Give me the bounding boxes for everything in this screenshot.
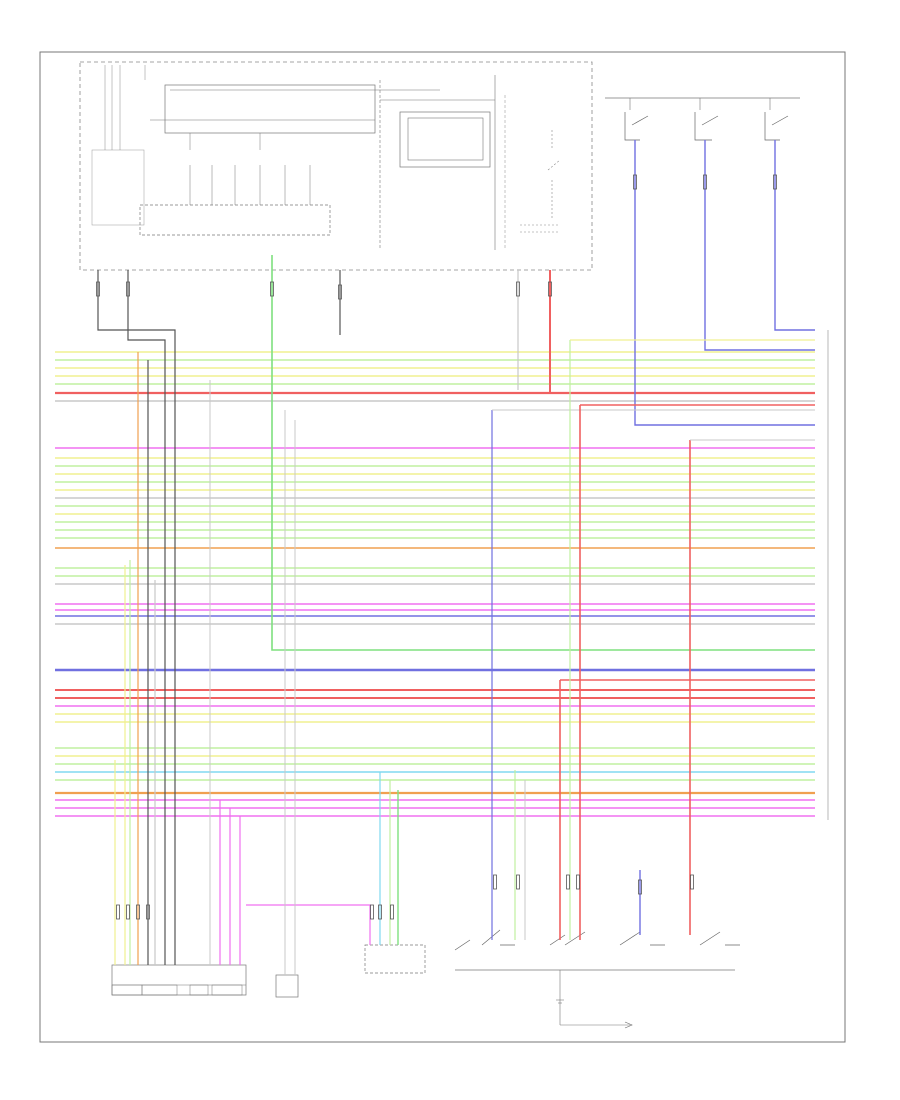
pin-marker xyxy=(126,281,130,297)
vertical-wire xyxy=(704,140,815,351)
wire-group xyxy=(55,140,815,975)
pin-marker xyxy=(390,904,394,920)
pin-marker xyxy=(548,281,552,297)
switch-2 xyxy=(694,112,719,141)
internal-block-3 xyxy=(399,111,491,168)
switch-3 xyxy=(764,112,789,141)
vertical-wire xyxy=(127,270,166,965)
bottom-switch-4 xyxy=(699,931,740,946)
pin-marker xyxy=(116,904,120,920)
diagram-frame xyxy=(39,51,846,1043)
bottom-left-connector xyxy=(111,964,247,996)
pin-marker xyxy=(378,904,382,920)
pin-marker xyxy=(146,904,150,920)
pin-marker xyxy=(126,904,130,920)
pin-marker xyxy=(566,874,570,890)
pin-marker-group xyxy=(96,174,777,920)
vertical-wire xyxy=(774,140,815,331)
pin-marker xyxy=(136,904,140,920)
pin-marker xyxy=(576,874,580,890)
internal-block-1 xyxy=(164,84,376,134)
pin-marker xyxy=(516,874,520,890)
pin-marker xyxy=(638,879,642,895)
pin-marker xyxy=(96,281,100,297)
pin-marker xyxy=(690,874,694,890)
control-module-box xyxy=(79,61,593,271)
bottom-switch-1 xyxy=(454,929,515,951)
vertical-wire xyxy=(246,904,371,945)
bottom-mid-connector-2 xyxy=(364,944,426,974)
bottom-switch-3 xyxy=(619,931,665,946)
pin-marker xyxy=(493,874,497,890)
pin-marker xyxy=(633,174,637,190)
vertical-wire xyxy=(97,270,176,965)
pin-marker xyxy=(516,281,520,297)
mid-switch xyxy=(520,130,561,233)
vertical-wire xyxy=(271,255,815,651)
bottom-mid-connector-1 xyxy=(275,974,299,998)
pin-marker xyxy=(703,174,707,190)
vertical-wire xyxy=(634,140,815,426)
pin-marker xyxy=(338,284,342,300)
internal-block-4 xyxy=(407,117,484,161)
pin-marker xyxy=(370,904,374,920)
switch-1 xyxy=(624,112,649,141)
pin-marker xyxy=(270,281,274,297)
bottom-switch-2 xyxy=(549,931,586,946)
ground-symbol xyxy=(556,999,564,1004)
internal-block-2 xyxy=(139,204,331,236)
pin-marker xyxy=(773,174,777,190)
internal-block-5 xyxy=(91,149,145,226)
